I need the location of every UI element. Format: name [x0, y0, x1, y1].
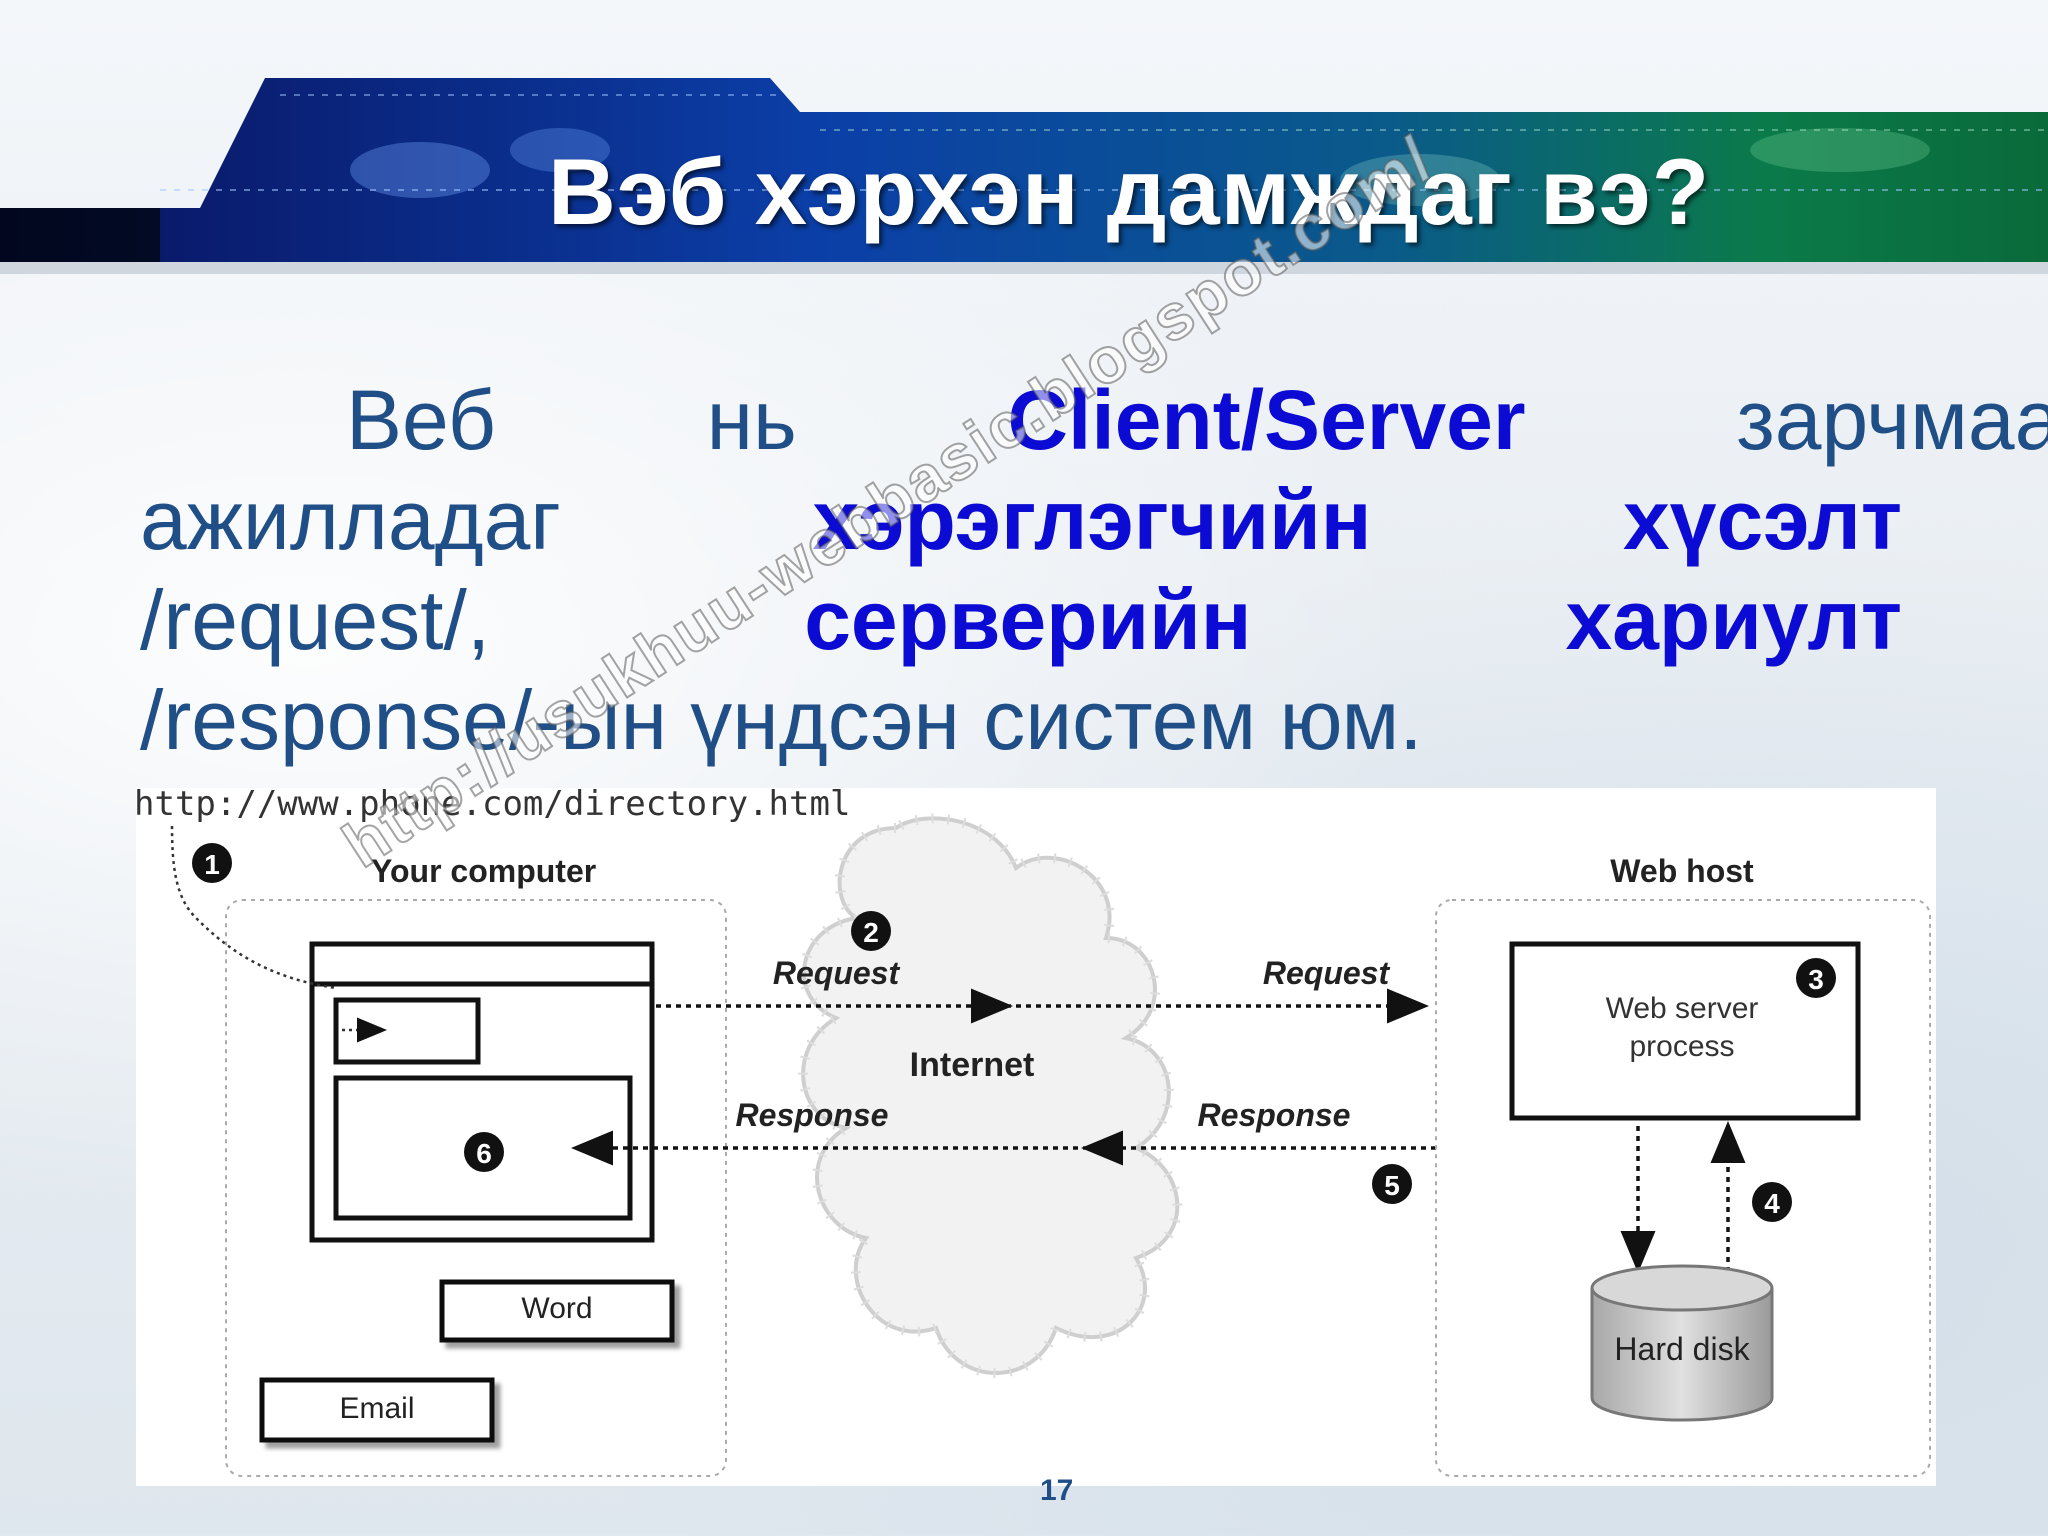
step-badge-4: 4	[1752, 1182, 1792, 1222]
url-path-line	[170, 825, 337, 990]
paragraph-line-1: Веб нь Client/Server зарчмаар	[140, 370, 2048, 470]
hard-disk-label: Hard disk	[1614, 1331, 1750, 1367]
slide-title: Вэб хэрхэн дамждаг вэ?	[548, 139, 1711, 244]
paragraph-line-4: /response/-ын үндсэн систем юм.	[140, 673, 1423, 767]
your-computer-label: Your computer	[371, 853, 596, 889]
highlight-response: хариулт	[1565, 573, 1903, 667]
svg-text:1: 1	[204, 849, 220, 880]
svg-text:5: 5	[1384, 1170, 1400, 1201]
web-host-label: Web host	[1610, 853, 1754, 889]
page-number: 17	[1040, 1474, 1074, 1507]
highlight-user: хэрэглэгчийн	[812, 473, 1372, 567]
word: /request/,	[140, 573, 491, 667]
web-server-label-line2: process	[1629, 1030, 1734, 1063]
title-banner	[0, 0, 2048, 300]
client-server-diagram: Your computer Word Email Internet Requ	[136, 788, 1936, 1486]
highlight-client-server: Client/Server	[1007, 373, 1526, 467]
highlight-request: хүсэлт	[1623, 473, 1902, 567]
email-app-box	[259, 1377, 495, 1443]
highlight-server: серверийн	[804, 573, 1252, 667]
step-badge-5: 5	[1372, 1164, 1412, 1204]
svg-text:4: 4	[1764, 1188, 1780, 1219]
email-label: Email	[339, 1392, 414, 1425]
svg-text:6: 6	[476, 1138, 492, 1169]
word-app-box	[439, 1279, 675, 1343]
request-label-right: Request	[1263, 955, 1391, 991]
step-badge-2: 2	[851, 911, 891, 951]
step-badge-6: 6	[464, 1132, 504, 1172]
internet-label: Internet	[910, 1046, 1035, 1084]
word-label: Word	[521, 1292, 592, 1325]
internet-cloud-icon	[798, 813, 1183, 1378]
response-label-right: Response	[1198, 1097, 1351, 1133]
step-badge-3: 3	[1796, 958, 1836, 998]
svg-text:2: 2	[863, 917, 879, 948]
word: Веб	[346, 373, 496, 467]
step-badge-1: 1	[192, 843, 232, 883]
svg-text:3: 3	[1808, 964, 1824, 995]
word: ажилладаг	[140, 473, 561, 567]
hard-disk-icon	[1590, 1264, 1774, 1422]
response-label-left: Response	[736, 1097, 889, 1133]
web-host-region	[1435, 899, 1931, 1477]
word: зарчмаар	[1736, 373, 2048, 467]
your-computer-region	[225, 899, 727, 1477]
web-server-label-line1: Web server	[1606, 992, 1759, 1025]
paragraph-line-3: /request/, серверийн хариулт	[140, 570, 1902, 670]
request-label-left: Request	[773, 955, 901, 991]
browser-window-icon	[309, 941, 655, 1243]
url-text: http://www.phone.com/directory.html	[134, 784, 851, 824]
paragraph-line-2: ажилладаг хэрэглэгчийн хүсэлт	[140, 470, 1902, 570]
word: нь	[706, 373, 797, 467]
